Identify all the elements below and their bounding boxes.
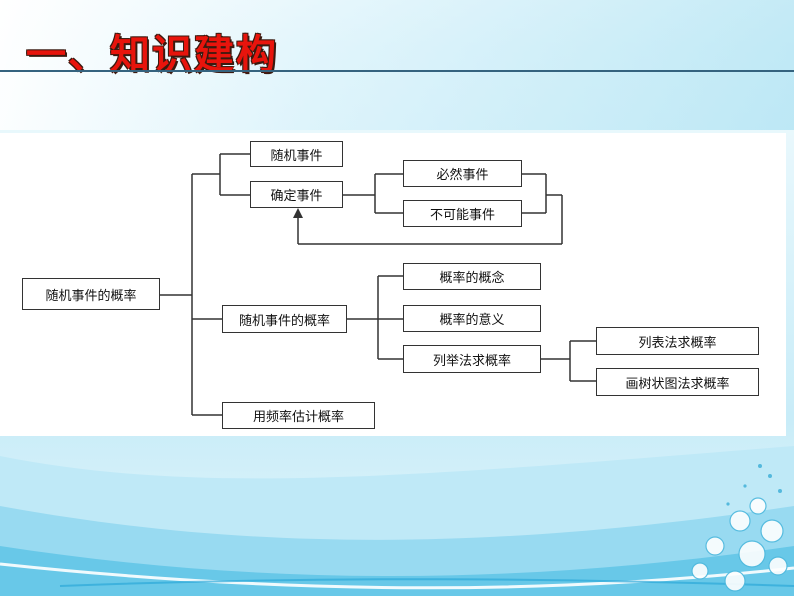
node-certain-event: 必然事件	[403, 160, 522, 187]
node-root: 随机事件的概率	[22, 278, 160, 310]
flower-decoration-icon	[691, 497, 788, 592]
decorative-wave-background	[0, 446, 794, 596]
node-probability-of-random-event: 随机事件的概率	[222, 305, 347, 333]
node-meaning-of-probability: 概率的意义	[403, 305, 541, 332]
node-frequency-estimation: 用频率估计概率	[222, 402, 375, 429]
title-underline	[0, 70, 794, 72]
node-determined-event: 确定事件	[250, 181, 343, 208]
header-background	[0, 0, 794, 130]
node-concept-of-probability: 概率的概念	[403, 263, 541, 290]
node-enumeration-method: 列举法求概率	[403, 345, 541, 373]
node-random-event: 随机事件	[250, 141, 343, 167]
node-table-method: 列表法求概率	[596, 327, 759, 355]
node-impossible-event: 不可能事件	[403, 200, 522, 227]
arrow-up-icon	[293, 208, 303, 218]
node-tree-diagram-method: 画树状图法求概率	[596, 368, 759, 396]
